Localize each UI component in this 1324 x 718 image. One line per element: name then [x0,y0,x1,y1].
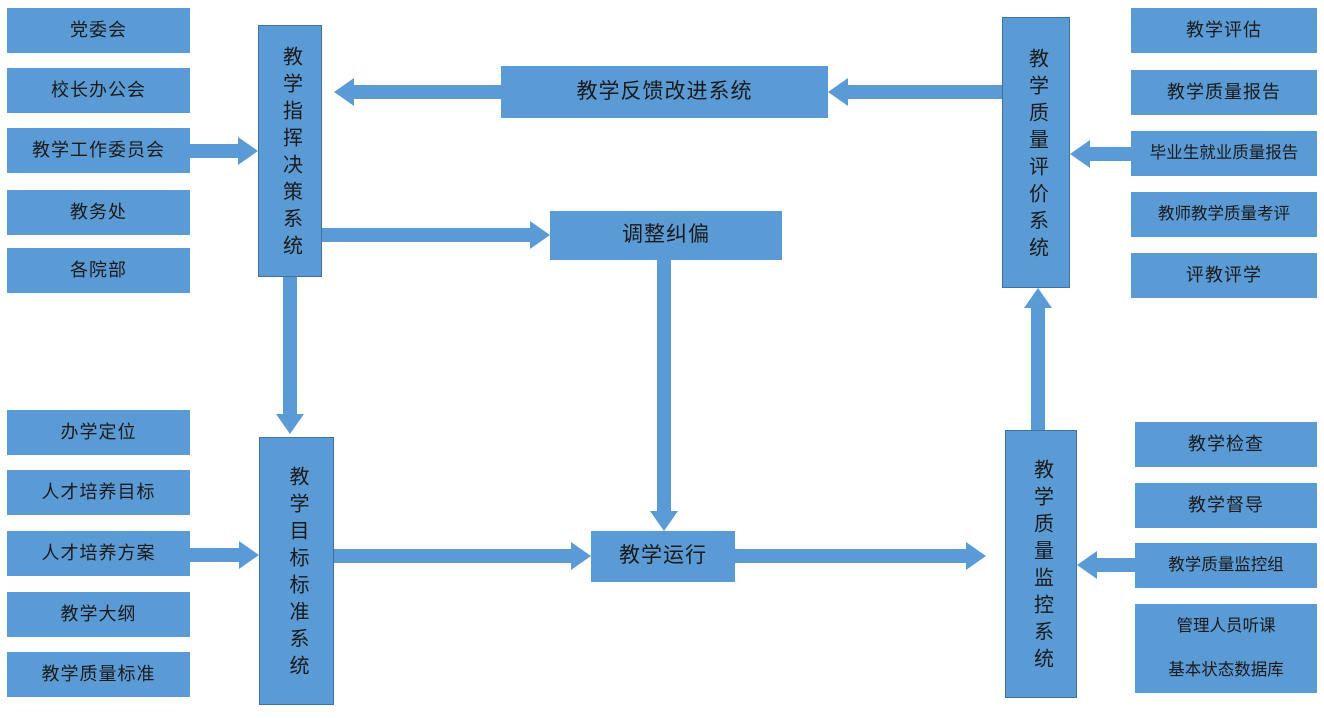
list-item-top-right-4[interactable]: 评教评学 [1131,253,1317,298]
arrowhead-operation-to-monitoring [966,542,986,570]
arrowhead-command-to-adjustment [530,221,550,249]
connector-goal-to-operation [334,549,571,563]
connector-operation-to-monitoring [735,549,966,563]
list-item-top-left-3[interactable]: 教务处 [7,190,190,235]
node-command-decision-system[interactable]: 教学指挥决策系统 [258,25,322,277]
connector-adjustment-to-operation [657,260,671,511]
arrowhead-bottomleft-to-goal [239,541,259,569]
connector-topleft-to-command [190,144,238,158]
node-quality-monitoring-system[interactable]: 教学质量监控系统 [1005,430,1077,698]
list-item-bottom-right-1[interactable]: 教学督导 [1135,483,1317,528]
arrowhead-topright-to-evaluation [1070,140,1090,168]
node-quality-evaluation-system[interactable]: 教学质量评价系统 [1002,17,1070,288]
list-item-bottom-right-2[interactable]: 教学质量监控组 [1135,543,1317,588]
node-adjustment-correction[interactable]: 调整纠偏 [550,211,782,260]
arrowhead-evaluation-to-feedback [828,78,848,106]
list-item-top-left-4[interactable]: 各院部 [7,248,190,293]
connector-bottomright-to-monitoring [1097,558,1135,572]
list-item-bottom-right-0[interactable]: 教学检查 [1135,422,1317,467]
arrowhead-topleft-to-command [238,137,258,165]
list-item-top-right-3[interactable]: 教师教学质量考评 [1131,192,1317,237]
arrowhead-bottomright-to-monitoring [1077,551,1097,579]
list-item-bottom-right-4[interactable]: 基本状态数据库 [1135,648,1317,693]
list-item-bottom-left-2[interactable]: 人才培养方案 [7,531,190,576]
connector-monitoring-to-evaluation [1031,308,1045,430]
list-item-top-right-0[interactable]: 教学评估 [1131,8,1317,53]
list-item-top-left-1[interactable]: 校长办公会 [7,68,190,113]
list-item-bottom-left-3[interactable]: 教学大纲 [7,592,190,637]
node-feedback-improvement-system[interactable]: 教学反馈改进系统 [501,66,828,118]
connector-bottomleft-to-goal [190,548,239,562]
connector-topright-to-evaluation [1090,147,1131,161]
list-item-top-left-2[interactable]: 教学工作委员会 [7,128,190,173]
connector-feedback-to-command [354,85,501,99]
arrowhead-goal-to-operation [571,542,591,570]
node-teaching-operation[interactable]: 教学运行 [591,531,735,582]
list-item-bottom-left-0[interactable]: 办学定位 [7,410,190,455]
list-item-bottom-left-1[interactable]: 人才培养目标 [7,470,190,515]
arrowhead-monitoring-to-evaluation [1024,288,1052,308]
list-item-top-left-0[interactable]: 党委会 [7,8,190,53]
list-item-bottom-right-3[interactable]: 管理人员听课 [1135,604,1317,649]
list-item-bottom-left-4[interactable]: 教学质量标准 [7,652,190,697]
connector-evaluation-to-feedback [848,85,1003,99]
connector-command-to-goal [283,277,297,414]
arrowhead-command-to-goal [276,414,304,434]
list-item-top-right-2[interactable]: 毕业生就业质量报告 [1131,131,1317,176]
node-goal-standard-system[interactable]: 教学目标标准系统 [259,437,334,705]
arrowhead-feedback-to-command [334,78,354,106]
connector-command-to-adjustment [322,228,530,242]
arrowhead-adjustment-to-operation [650,511,678,531]
list-item-top-right-1[interactable]: 教学质量报告 [1131,70,1317,115]
